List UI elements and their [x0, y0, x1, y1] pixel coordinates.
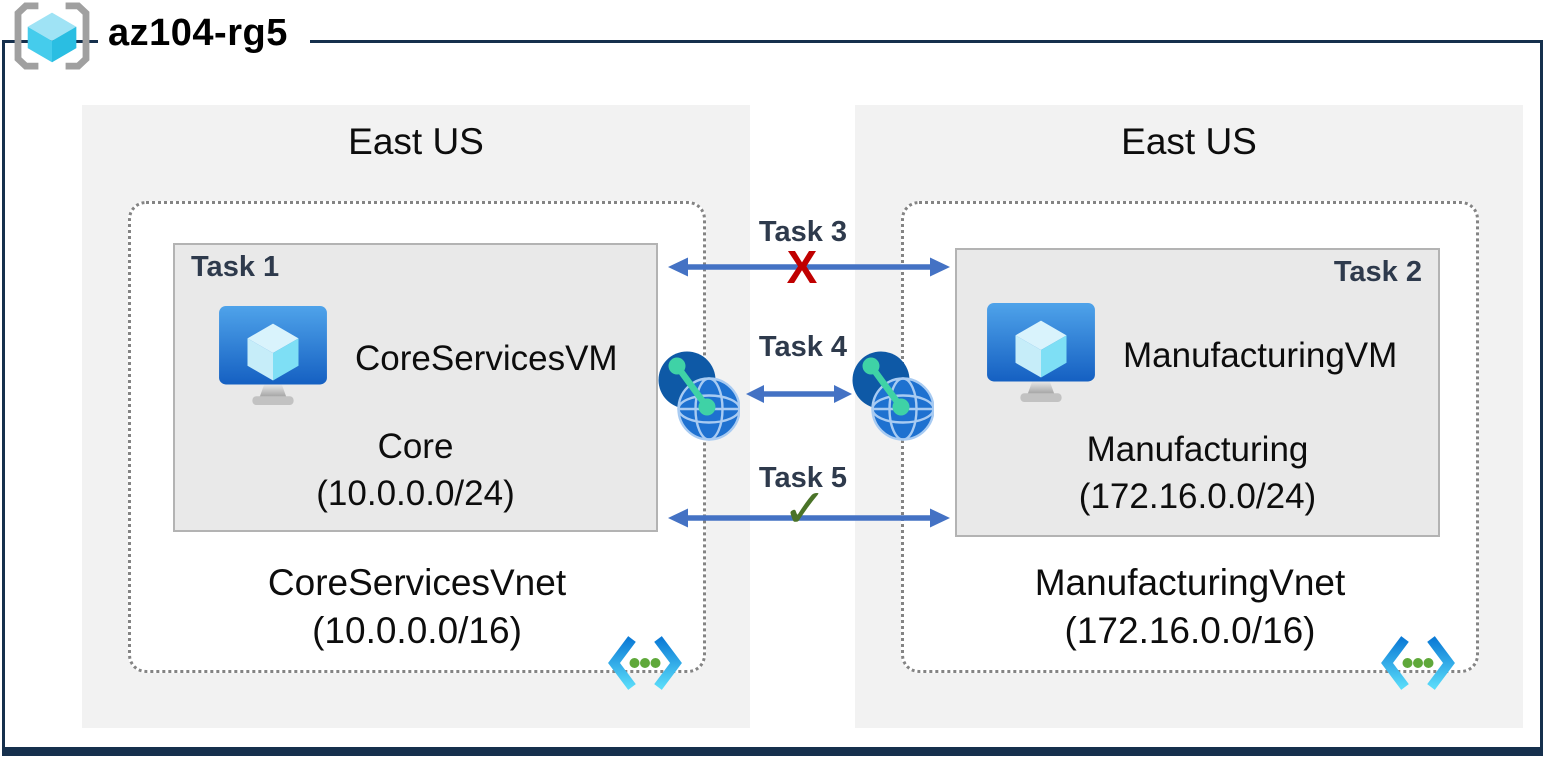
vnet-cidr: (172.16.0.0/16)	[1064, 610, 1316, 652]
resource-group-title: az104-rg5	[98, 10, 310, 65]
vnet-icon	[1380, 634, 1456, 697]
vm-row: ManufacturingVM	[985, 302, 1397, 409]
vm-row: CoreServicesVM	[217, 305, 618, 412]
region-east-us-right: East US Task 2	[855, 105, 1523, 728]
subnet-cidr: (10.0.0.0/24)	[316, 474, 515, 513]
vnet-label: ManufacturingVnet (172.16.0.0/16)	[904, 559, 1476, 655]
blocked-x-icon: X	[786, 241, 818, 293]
task-3-label: Task 3	[758, 216, 848, 248]
allowed-check-icon: ✓	[782, 479, 828, 539]
task-2-label: Task 2	[1333, 256, 1422, 288]
vm-name: CoreServicesVM	[355, 338, 618, 378]
subnet-manufacturing: Task 2	[955, 248, 1440, 537]
vnet-coreservices: Task 1	[128, 201, 706, 690]
vm-icon	[985, 302, 1097, 409]
task-5-arrow	[668, 508, 950, 528]
region-label: East US	[1121, 121, 1257, 162]
task-4-label: Task 4	[758, 331, 848, 363]
subnet-core: Task 1	[173, 243, 658, 532]
task-5-label: Task 5	[758, 462, 848, 494]
resource-group-icon	[10, 2, 94, 75]
subnet-name: Core	[377, 427, 454, 466]
vnet-peering-icon	[852, 351, 935, 447]
vnet-icon	[607, 634, 683, 697]
task-3-arrow	[668, 257, 950, 277]
vnet-cidr: (10.0.0.0/16)	[312, 610, 522, 652]
region-east-us-left: East US Task 1	[82, 105, 750, 728]
vnet-peering-icon	[658, 351, 741, 447]
region-label: East US	[348, 121, 484, 162]
task-4-arrow	[746, 385, 852, 403]
task-1-label: Task 1	[191, 251, 280, 283]
vnet-label: CoreServicesVnet (10.0.0.0/16)	[131, 559, 703, 655]
resource-group-frame	[2, 40, 1543, 756]
subnet-name: Manufacturing	[1086, 430, 1309, 469]
vm-name: ManufacturingVM	[1123, 335, 1398, 375]
vm-icon	[217, 305, 329, 412]
vnet-name: ManufacturingVnet	[1034, 562, 1346, 603]
vnet-manufacturing: Task 2	[901, 201, 1479, 690]
vnet-name: CoreServicesVnet	[267, 562, 567, 603]
subnet-cidr: (172.16.0.0/24)	[1078, 477, 1317, 516]
